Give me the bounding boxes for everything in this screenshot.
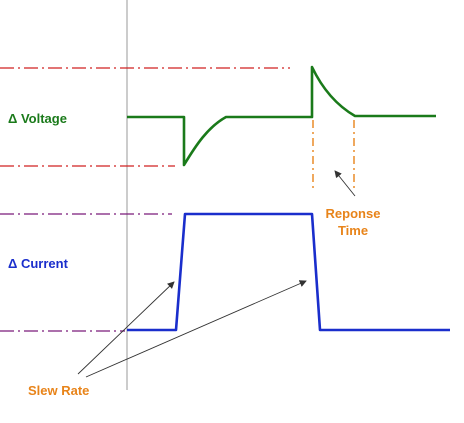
current-label: Δ Current <box>8 256 68 271</box>
response-time-label-line2: Time <box>337 223 369 238</box>
response-time-label-line1: Reponse <box>325 206 381 221</box>
slew-rate-label: Slew Rate <box>28 383 90 398</box>
voltage-waveform <box>127 65 436 167</box>
voltage-label: Δ Voltage <box>8 111 67 126</box>
response-time-arrow <box>334 170 356 197</box>
response-time-label: Reponse Time <box>316 205 390 239</box>
slew-rate-arrow-fall <box>85 280 307 378</box>
slew-rate-arrow-rise <box>77 281 175 375</box>
current-waveform <box>127 212 450 332</box>
